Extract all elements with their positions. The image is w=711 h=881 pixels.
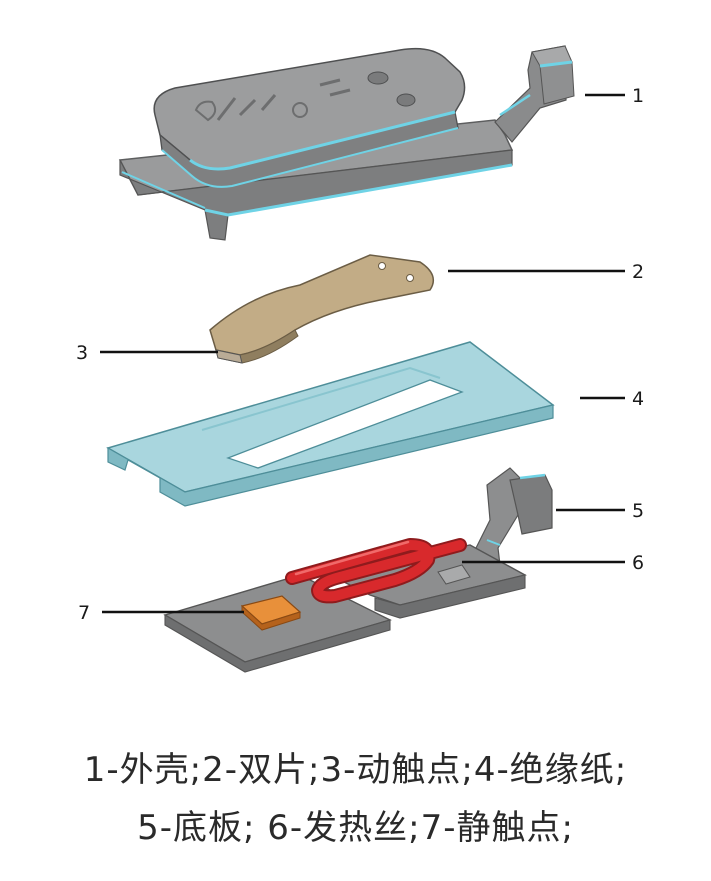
callout-2: 2 [632, 261, 644, 283]
callout-3: 3 [76, 342, 88, 364]
heating-wire-part [285, 538, 467, 604]
caption-line-1: 1-外壳;2-双片;3-动触点;4-绝缘纸; [83, 750, 628, 790]
callout-7: 7 [78, 602, 90, 624]
bimetal-strip-part [209, 254, 435, 364]
moving-contact [215, 349, 243, 364]
callout-4: 4 [632, 388, 644, 410]
callout-5: 5 [632, 500, 644, 522]
callout-6: 6 [632, 552, 644, 574]
callout-1: 1 [632, 85, 644, 107]
caption-line-2: 5-底板; 6-发热丝;7-静触点; [137, 808, 574, 848]
callout-numbers: 1 2 3 4 5 6 7 [76, 85, 644, 624]
insulation-paper-part [106, 341, 555, 507]
leader-lines [100, 93, 625, 614]
housing-part [118, 45, 575, 241]
